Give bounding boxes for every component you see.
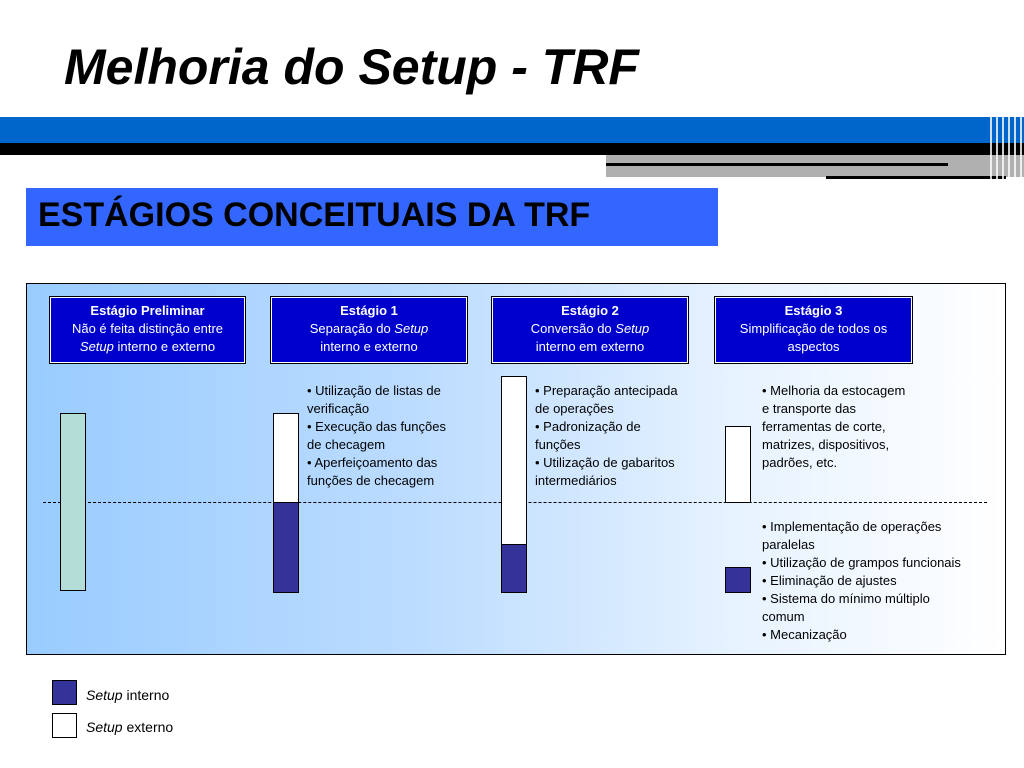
stage-2-line2: interno em externo	[535, 339, 645, 354]
preliminary-column	[60, 413, 86, 591]
list-item: • Mecanização	[762, 627, 847, 642]
legend-internal-label: Setup interno	[86, 687, 169, 703]
list-item: • Eliminação de ajustes	[762, 573, 897, 588]
stage-1-setup-word: Setup	[394, 321, 429, 336]
stage-2-external-bar	[501, 376, 527, 545]
stage-1-title: Estágio 1	[340, 303, 398, 318]
list-item: funções de checagem	[307, 473, 435, 488]
legend-external-swatch	[52, 713, 77, 738]
stage-3-title: Estágio 3	[784, 303, 843, 318]
header-blue-bar	[0, 117, 1024, 143]
list-item: • Preparação antecipada	[535, 383, 678, 398]
stage-2-line1: Conversão do Setup	[493, 320, 687, 338]
stage-3-internal-bar	[725, 567, 751, 593]
stage-2-setup-word: Setup	[615, 321, 650, 336]
diagram-panel: Estágio Preliminar Não é feita distinção…	[26, 283, 1006, 655]
legend-internal-swatch	[52, 680, 77, 705]
list-item: • Execução das funções	[307, 419, 446, 434]
list-item: ferramentas de corte,	[762, 419, 886, 434]
list-item: paralelas	[762, 537, 815, 552]
stage-preliminary-line2-rest: interno e externo	[113, 339, 216, 354]
stage-1-line1-pre: Separação do	[309, 321, 395, 336]
list-item: • Utilização de listas de	[307, 383, 441, 398]
legend-internal-rest: interno	[122, 687, 170, 703]
stage-3-box: Estágio 3 Simplificação de todos os aspe…	[714, 296, 913, 364]
stage-3-line1: Simplificação de todos os	[739, 321, 888, 336]
list-item: de operações	[535, 401, 614, 416]
list-item: • Sistema do mínimo múltiplo	[762, 591, 930, 606]
stage-1-external-bar	[273, 413, 299, 503]
stage-preliminary-setup-word: Setup	[79, 339, 114, 354]
list-item: intermediários	[535, 473, 617, 488]
stage-2-line1-pre: Conversão do	[530, 321, 616, 336]
stage-2-internal-bar	[501, 544, 527, 593]
stage-preliminary-box: Estágio Preliminar Não é feita distinção…	[49, 296, 246, 364]
stage-1-line2: interno e externo	[320, 339, 418, 354]
stage-2-title: Estágio 2	[561, 303, 619, 318]
list-item: • Implementação de operações	[762, 519, 942, 534]
legend-external-rest: externo	[122, 719, 174, 735]
list-item: • Padronização de	[535, 419, 641, 434]
header-thin-line-1	[606, 163, 948, 166]
header-black-bar	[0, 143, 1024, 155]
list-item: matrizes, dispositivos,	[762, 437, 890, 452]
stage-3-bottom-bullets: • Implementação de operações paralelas •…	[762, 518, 961, 644]
stage-1-box: Estágio 1 Separação do Setup interno e e…	[270, 296, 468, 364]
stage-1-bullets: • Utilização de listas de verificação • …	[307, 382, 446, 490]
list-item: funções	[535, 437, 581, 452]
stage-1-line1: Separação do Setup	[272, 320, 466, 338]
stage-3-external-bar	[725, 426, 751, 503]
list-item: comum	[762, 609, 805, 624]
legend-internal-setup-word: Setup	[86, 687, 123, 703]
header-stripes	[990, 117, 1024, 179]
list-item: verificação	[307, 401, 370, 416]
stage-preliminary-line2: Setup interno e externo	[51, 338, 244, 356]
stage-1-internal-bar	[273, 502, 299, 593]
legend-external-label: Setup externo	[86, 719, 173, 735]
legend-external-setup-word: Setup	[86, 719, 123, 735]
list-item: de checagem	[307, 437, 386, 452]
list-item: e transporte das	[762, 401, 856, 416]
stage-3-top-bullets: • Melhoria da estocagem e transporte das…	[762, 382, 905, 472]
header-gray-bar	[606, 155, 1024, 177]
stage-preliminary-line1: Não é feita distinção entre	[71, 321, 224, 336]
list-item: • Utilização de gabaritos	[535, 455, 675, 470]
subtitle-banner: ESTÁGIOS CONCEITUAIS DA TRF	[26, 188, 718, 246]
stage-2-bullets: • Preparação antecipada de operações • P…	[535, 382, 678, 490]
list-item: • Melhoria da estocagem	[762, 383, 906, 398]
slide-title: Melhoria do Setup - TRF	[64, 39, 639, 95]
list-item: padrões, etc.	[762, 455, 838, 470]
stage-2-box: Estágio 2 Conversão do Setup interno em …	[491, 296, 689, 364]
stage-3-line2: aspectos	[787, 339, 840, 354]
list-item: • Utilização de grampos funcionais	[762, 555, 961, 570]
stage-preliminary-title: Estágio Preliminar	[90, 303, 205, 318]
subtitle-text: ESTÁGIOS CONCEITUAIS DA TRF	[38, 196, 591, 234]
list-item: • Aperfeiçoamento das	[307, 455, 438, 470]
header-thin-line-2	[826, 176, 1006, 179]
